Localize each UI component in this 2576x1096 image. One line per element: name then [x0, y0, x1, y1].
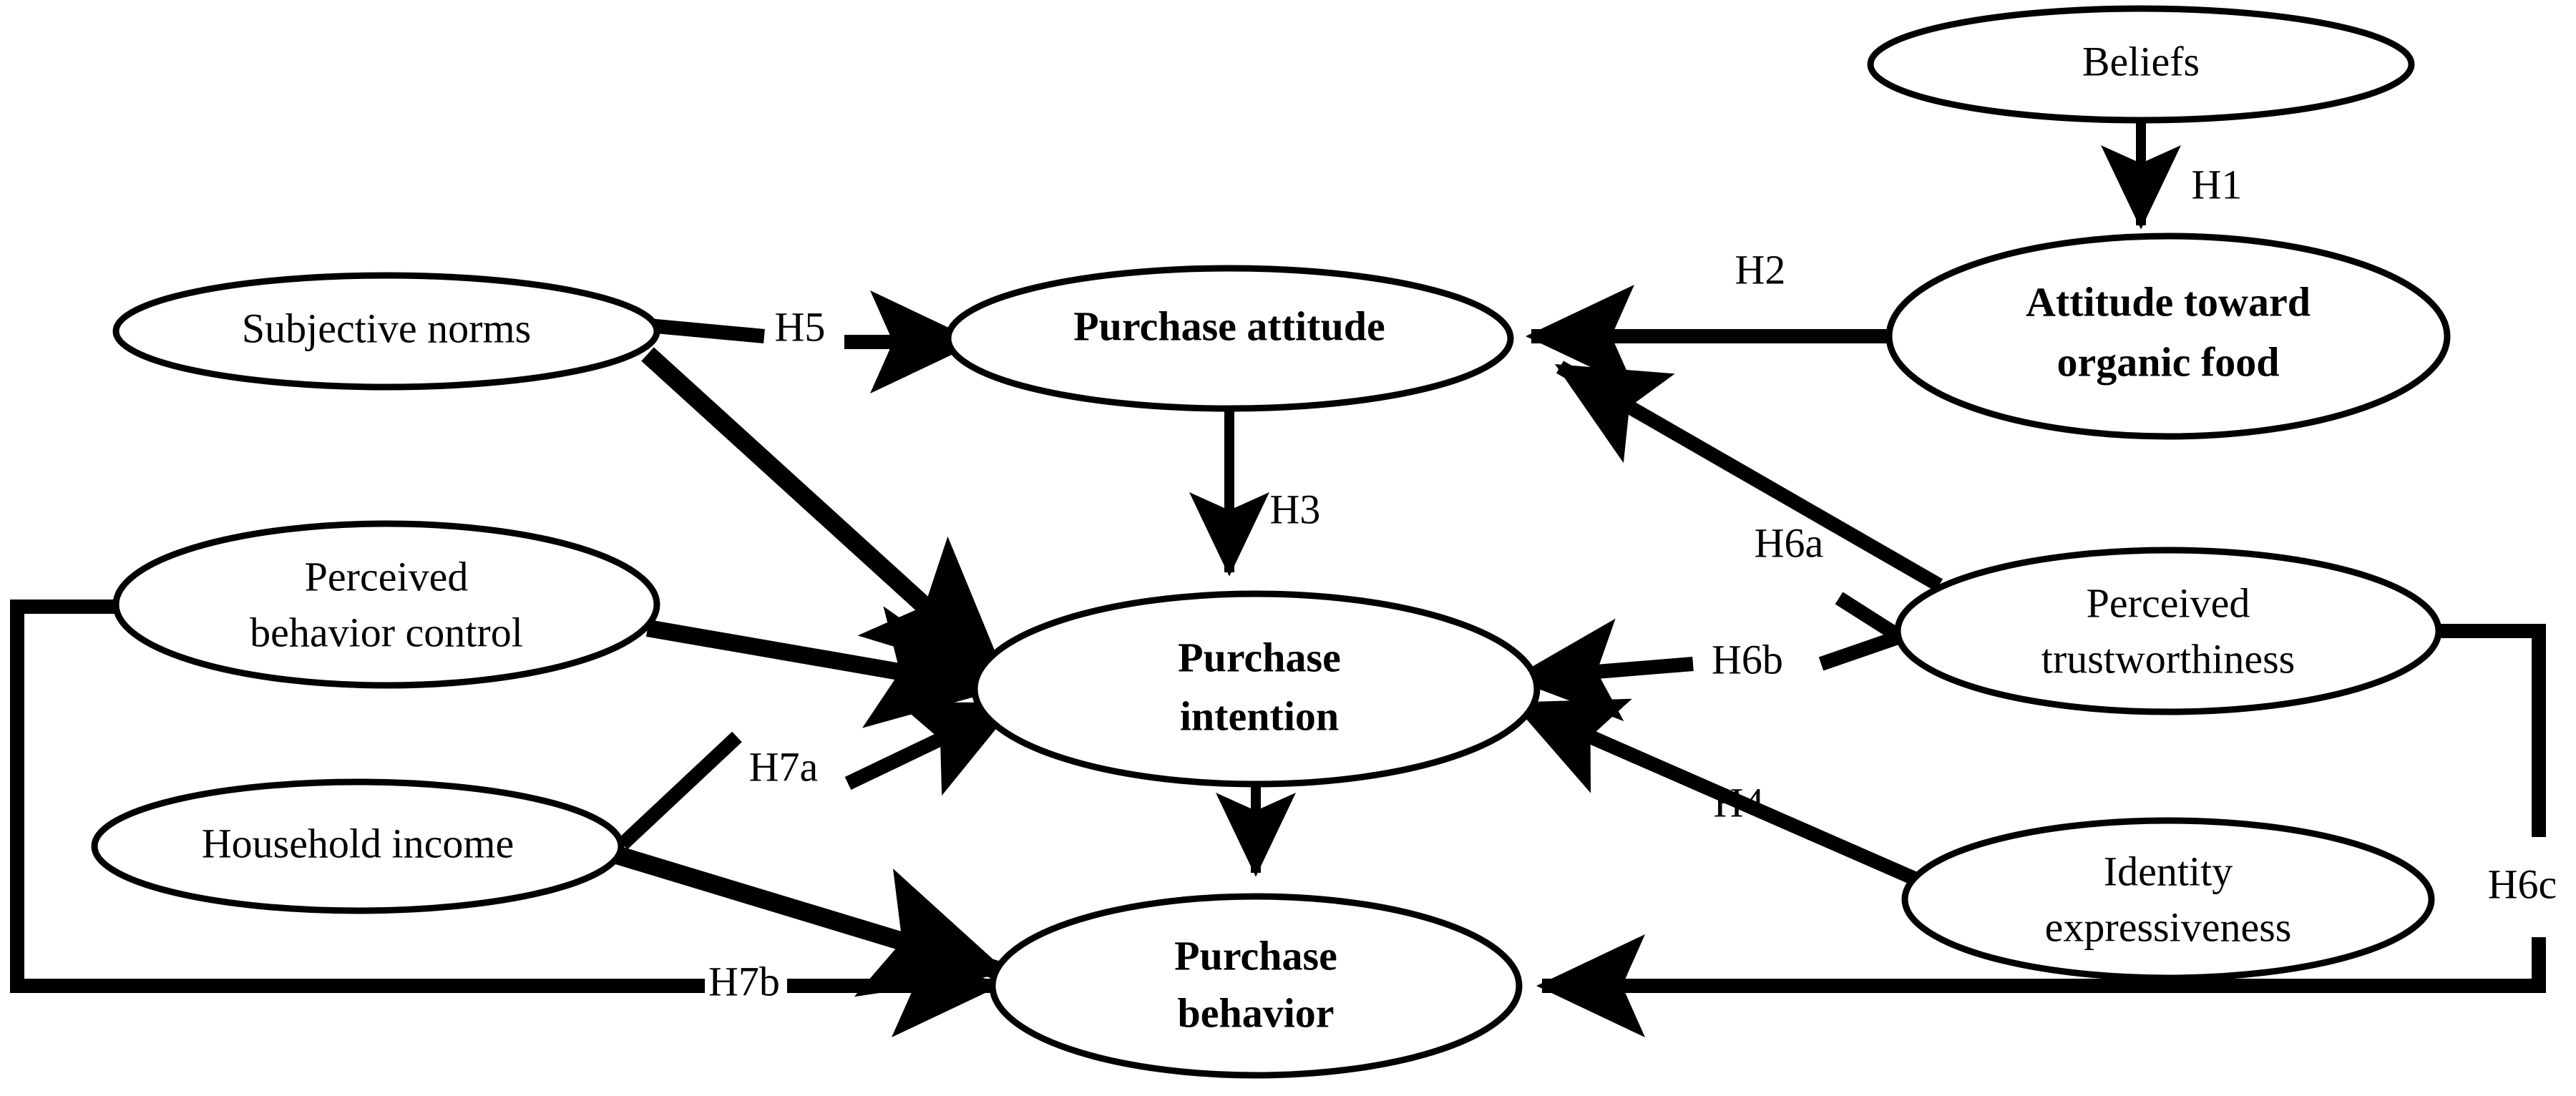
node-purchase-behavior[interactable]: Purchase behavior	[989, 893, 1523, 1079]
node-perceived-trustworthiness[interactable]: Perceived trustworthiness	[1894, 547, 2442, 715]
node-purchase-behavior-shape[interactable]	[989, 893, 1523, 1079]
edge-h6b-line	[1511, 618, 1694, 722]
edge-h7a-stub	[618, 731, 742, 850]
edge-h4-line	[1511, 698, 1921, 887]
edge-h5-stub	[648, 318, 765, 343]
edge-h4-label: H4	[1714, 779, 1765, 826]
edge-h2: H2	[1525, 246, 1889, 388]
node-beliefs-shape[interactable]	[1867, 5, 2415, 124]
edge-h6a-label: H6a	[1755, 519, 1824, 566]
edge-h3-label: H3	[1270, 486, 1321, 532]
node-subjective-norms[interactable]: Subjective norms	[112, 272, 660, 391]
edge-sn-pi-line	[641, 347, 1008, 683]
node-perceived-trustworthiness-shape[interactable]	[1894, 547, 2442, 715]
node-household-income-shape[interactable]	[91, 778, 625, 914]
node-perceived-behavior-control-label-line2: behavior control	[250, 609, 523, 655]
edge-h5: H5	[648, 290, 980, 394]
node-household-income[interactable]: Household income	[91, 778, 625, 914]
node-subjective-norms-label: Subjective norms	[242, 305, 531, 351]
node-attitude-toward-organic-food-label-line1: Attitude toward	[2026, 278, 2311, 325]
node-attitude-toward-organic-food-shape[interactable]	[1885, 233, 2451, 440]
node-purchase-intention-label-line2: intention	[1180, 693, 1339, 739]
edge-h6b: H6b	[1511, 592, 1904, 722]
node-purchase-attitude-label: Purchase attitude	[1073, 303, 1385, 349]
edge-h7b-path	[10, 600, 705, 993]
edge-h6c-path-upper	[2433, 624, 2546, 837]
node-purchase-intention-shape[interactable]	[971, 590, 1541, 788]
node-perceived-trustworthiness-label-line2: trustworthiness	[2041, 635, 2295, 682]
edge-h7a: H7a	[618, 698, 1018, 850]
edge-h2-label: H2	[1735, 246, 1786, 293]
edge-h6b-stub-lower	[1818, 630, 1903, 671]
node-purchase-intention-label-line1: Purchase	[1178, 634, 1341, 680]
edge-h6c: H6c	[1536, 624, 2557, 1037]
node-perceived-behavior-control[interactable]: Perceived behavior control	[112, 520, 660, 689]
node-purchase-intention[interactable]: Purchase intention	[971, 590, 1541, 788]
node-purchase-behavior-label-line1: Purchase	[1174, 932, 1337, 979]
node-identity-expressiveness[interactable]: Identity expressiveness	[1901, 817, 2435, 982]
edge-subjective-norms-to-purchase-intention	[641, 347, 1008, 683]
edge-household-to-purchase-behavior	[614, 846, 1009, 997]
edge-h3: H3	[1189, 409, 1321, 577]
edge-h7a-label: H7a	[749, 743, 819, 790]
node-perceived-behavior-control-shape[interactable]	[112, 520, 660, 689]
edge-h6a: H6a	[1555, 361, 1943, 592]
edge-h7b-label: H7b	[708, 958, 780, 1004]
node-purchase-attitude[interactable]: Purchase attitude	[945, 265, 1514, 412]
edge-h6c-path-lower	[1536, 934, 2546, 1037]
node-purchase-attitude-shape[interactable]	[945, 265, 1514, 412]
node-purchase-behavior-label-line2: behavior	[1177, 989, 1334, 1036]
node-subjective-norms-shape[interactable]	[112, 272, 660, 391]
edge-h6a-line	[1555, 361, 1943, 592]
node-perceived-trustworthiness-label-line1: Perceived	[2087, 579, 2250, 626]
edge-pbc-to-purchase-intention	[645, 606, 1002, 728]
edge-h1-label: H1	[2192, 161, 2243, 207]
node-beliefs[interactable]: Beliefs	[1867, 5, 2415, 124]
node-attitude-toward-organic-food-label-line2: organic food	[2057, 338, 2280, 385]
node-household-income-label: Household income	[202, 820, 514, 866]
edge-h6b-label: H6b	[1712, 636, 1783, 682]
edge-h6c-label: H6c	[2488, 861, 2557, 907]
edge-h4: H4	[1511, 698, 1921, 887]
edge-h7b: H7b	[10, 600, 1001, 1038]
edge-h1: H1	[2101, 120, 2243, 230]
node-identity-expressiveness-shape[interactable]	[1901, 817, 2435, 982]
edge-h6b-stub-upper	[1835, 592, 1904, 643]
node-perceived-behavior-control-label-line1: Perceived	[305, 553, 469, 600]
node-attitude-toward-organic-food[interactable]: Attitude toward organic food	[1885, 233, 2451, 440]
node-beliefs-label: Beliefs	[2082, 38, 2200, 84]
edge-pbc-pi-line	[645, 606, 1002, 728]
node-identity-expressiveness-label-line1: Identity	[2104, 848, 2233, 894]
node-identity-expressiveness-label-line2: expressiveness	[2045, 904, 2292, 950]
edge-h5-label: H5	[775, 303, 826, 350]
edge-hh-pb-line	[614, 846, 1009, 997]
